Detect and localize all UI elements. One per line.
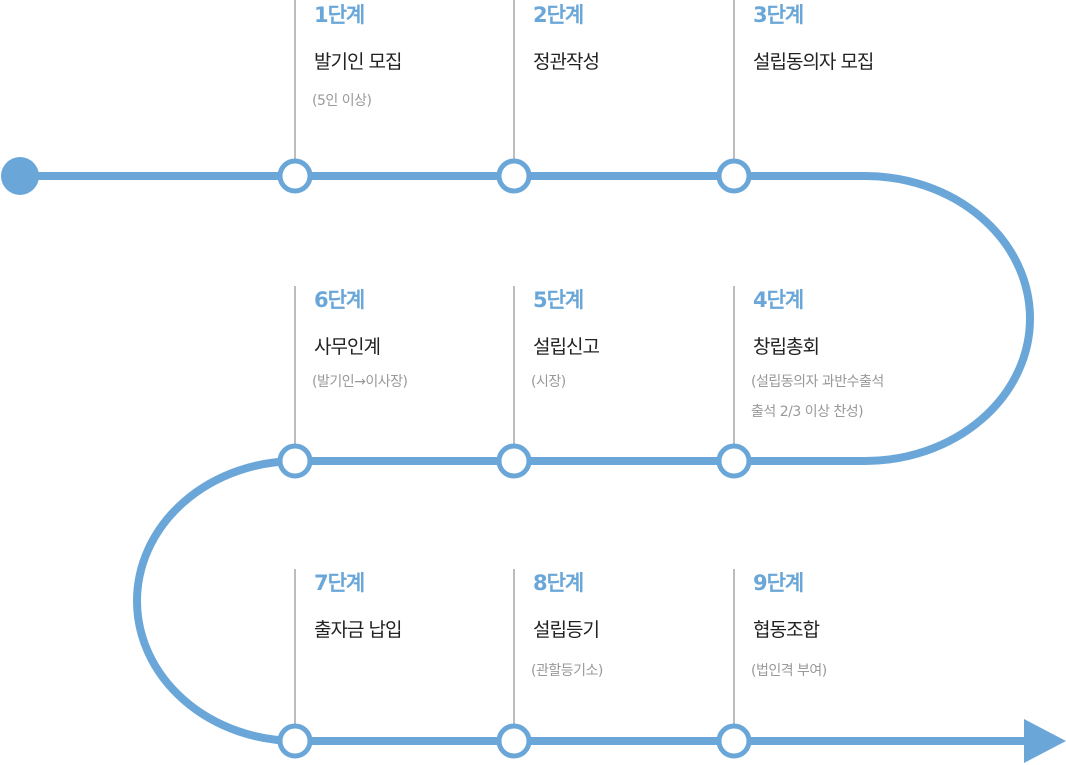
step-title: 사무인계 bbox=[314, 336, 381, 358]
connector-lines bbox=[294, 0, 735, 741]
step-desc: (시장) bbox=[531, 374, 566, 390]
step-desc: (법인격 부여) bbox=[751, 663, 827, 679]
step-number: 2단계 bbox=[533, 3, 584, 27]
step-title: 설립신고 bbox=[533, 336, 600, 358]
step-desc: (설립동의자 과반수출석 출석 2/3 이상 찬성) bbox=[751, 374, 884, 420]
start-dot bbox=[1, 157, 39, 195]
step-number: 4단계 bbox=[753, 288, 804, 312]
step-title: 출자금 납입 bbox=[314, 619, 402, 641]
step-desc: (발기인→이사장) bbox=[312, 374, 408, 390]
step-number: 6단계 bbox=[314, 288, 365, 312]
step-number: 3단계 bbox=[753, 3, 804, 27]
step-nodes bbox=[277, 158, 752, 759]
step-number: 5단계 bbox=[533, 288, 584, 312]
step-title: 발기인 모집 bbox=[314, 51, 402, 73]
step-title: 창립총회 bbox=[753, 336, 820, 358]
step-number: 8단계 bbox=[533, 571, 584, 595]
step-title: 정관작성 bbox=[533, 51, 600, 73]
step-title: 협동조합 bbox=[753, 619, 820, 641]
step-number: 7단계 bbox=[314, 571, 365, 595]
step-number: 1단계 bbox=[314, 3, 365, 27]
step-number: 9단계 bbox=[753, 571, 804, 595]
step-title: 설립동의자 모집 bbox=[753, 51, 874, 73]
snake-line bbox=[20, 172, 1034, 745]
step-desc: (관할등기소) bbox=[531, 663, 603, 679]
step-desc: (5인 이상) bbox=[312, 93, 372, 109]
step-title: 설립등기 bbox=[533, 619, 600, 641]
arrow-head-icon bbox=[1024, 719, 1066, 763]
